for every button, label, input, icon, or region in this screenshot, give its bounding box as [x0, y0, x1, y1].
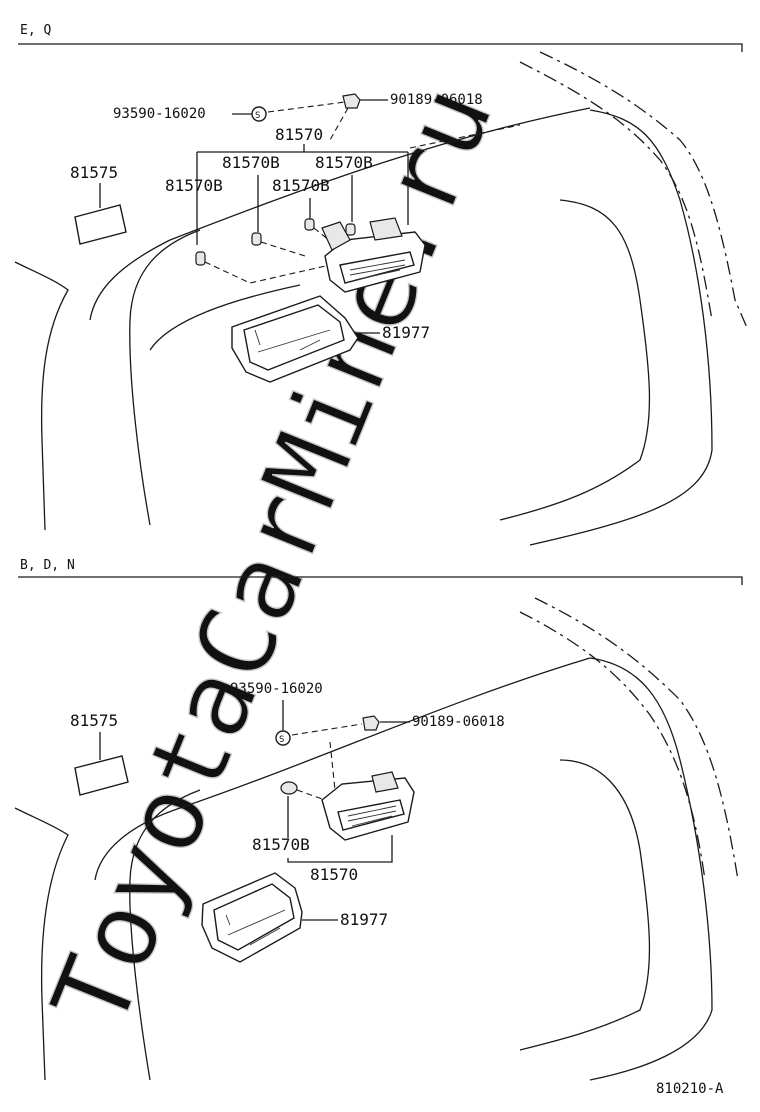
- screw-icon: [251, 106, 267, 122]
- label-93590-16020: 93590-16020: [113, 106, 206, 122]
- section-bracket: [18, 576, 743, 585]
- label-81575-part: [74, 204, 127, 245]
- roof-outline-inner: [519, 611, 706, 881]
- clip-icon: [362, 715, 380, 731]
- label-81977: 81977: [340, 910, 388, 929]
- bulb-path: [296, 789, 326, 801]
- section-eq: E, Q 81575 93590-16020 S 90189-06018 815…: [14, 23, 749, 546]
- label-81570b: 81570B: [252, 835, 310, 854]
- diagram-code: 810210-A: [656, 1081, 724, 1097]
- clip-paths: [329, 107, 521, 149]
- screw-symbol: S: [279, 735, 284, 745]
- label-81575-part: [74, 755, 129, 796]
- windshield-outer: [589, 657, 713, 1081]
- label-90189-06018: 90189-06018: [390, 92, 483, 108]
- bezel-81977: [231, 295, 359, 383]
- bulb-icon: [280, 781, 298, 795]
- label-90189-06018: 90189-06018: [412, 714, 505, 730]
- label-81570b-3: 81570B: [165, 176, 223, 195]
- roof-outline: [539, 51, 749, 331]
- label-81570b-4: 81570B: [272, 176, 330, 195]
- bulb-icon: [195, 251, 206, 266]
- section-header: E, Q: [20, 23, 51, 38]
- label-81570: 81570: [275, 125, 323, 144]
- windshield-outer: [529, 109, 713, 546]
- headliner-front: [94, 657, 591, 881]
- label-81575: 81575: [70, 711, 118, 730]
- pillar-line: [14, 261, 69, 531]
- screw-icon: [275, 730, 291, 746]
- label-81570: 81570: [310, 865, 358, 884]
- headliner-edge: [129, 229, 201, 526]
- headliner-edge: [129, 789, 201, 1081]
- lamp-assembly-81570: [321, 771, 415, 841]
- label-93590-16020: 93590-16020: [230, 681, 323, 697]
- label-81977: 81977: [382, 323, 430, 342]
- pillar-line: [14, 807, 69, 1081]
- bulb-icon: [251, 232, 262, 246]
- bulb-paths: [204, 227, 336, 284]
- label-81570b-1: 81570B: [222, 153, 280, 172]
- label-81570b-2: 81570B: [315, 153, 373, 172]
- bezel-81977: [201, 872, 303, 963]
- headliner-front: [89, 107, 591, 321]
- section-bracket: [18, 43, 743, 52]
- section-header: B, D, N: [20, 558, 75, 573]
- screw-symbol: S: [255, 111, 260, 121]
- headliner-curve: [149, 284, 301, 351]
- clip-icon: [342, 93, 361, 109]
- label-81575: 81575: [70, 163, 118, 182]
- lamp-assembly-81570: [321, 217, 426, 293]
- bulb-icon: [304, 218, 315, 231]
- bracket-81570: [196, 144, 409, 245]
- windshield-inner: [499, 199, 651, 521]
- bulb-icon: [345, 223, 356, 236]
- roof-outline-inner: [519, 61, 713, 321]
- screw-path: [291, 723, 363, 736]
- screw-path-down: [329, 741, 336, 791]
- windshield-inner: [519, 759, 651, 1051]
- bracket-81570: [287, 835, 393, 863]
- roof-outline: [534, 597, 739, 881]
- screw-path: [267, 101, 346, 113]
- section-bdn: B, D, N 81575 93590-16020 S 90189-06018: [14, 558, 743, 1081]
